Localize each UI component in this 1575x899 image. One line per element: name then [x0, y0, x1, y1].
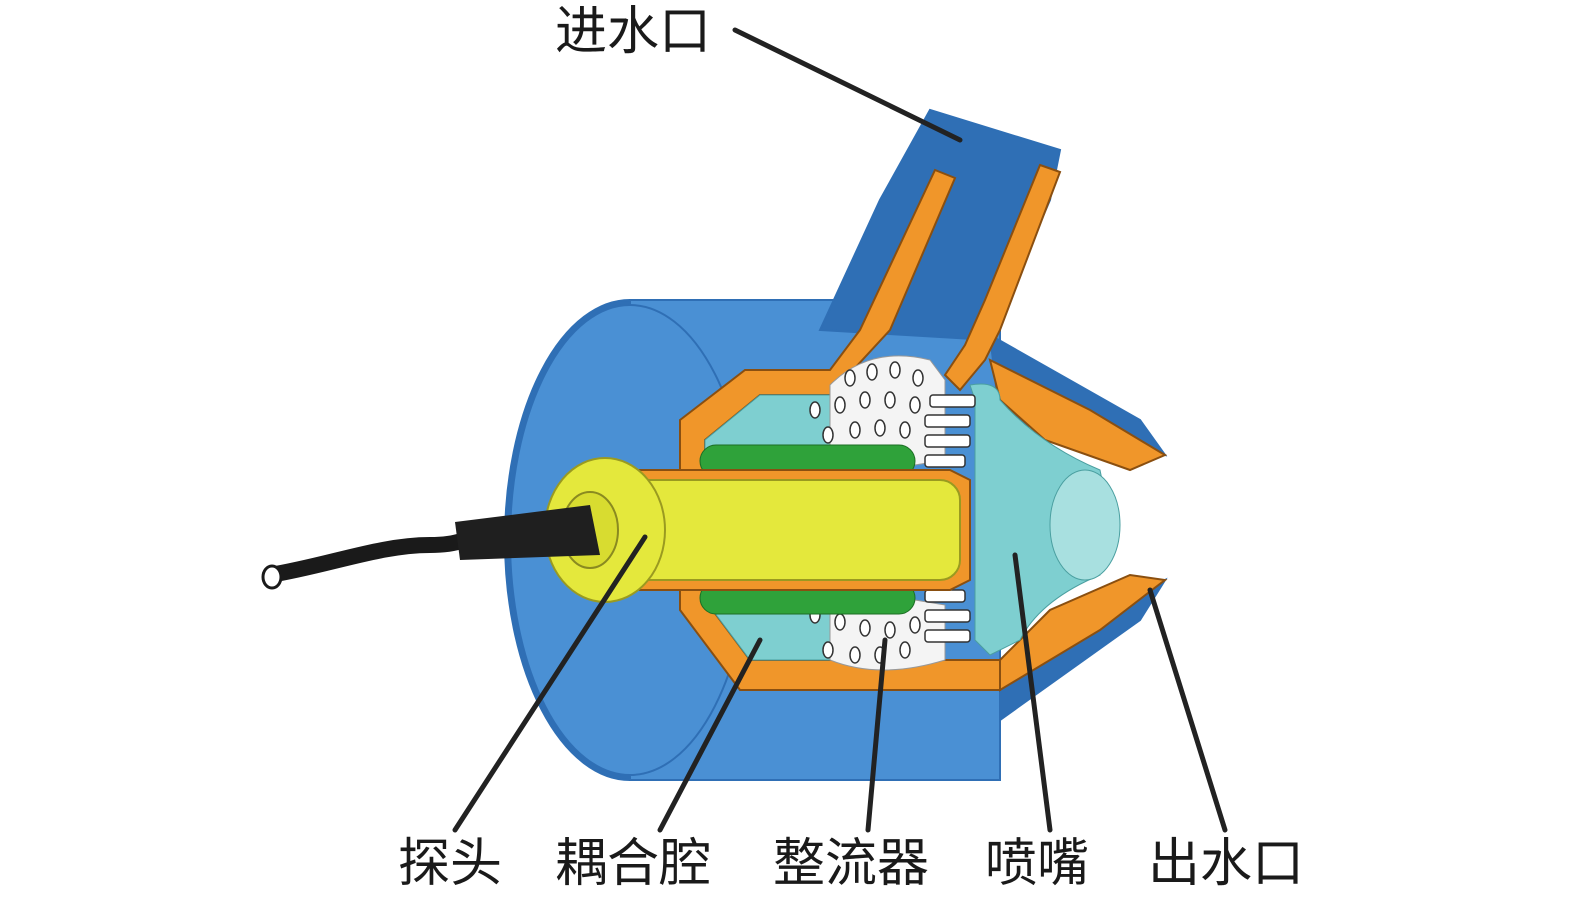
probe-cable: [261, 505, 600, 590]
nozzle-exit-face: [1049, 469, 1121, 581]
leader-inlet: [732, 27, 963, 143]
straightener-fins: [924, 394, 976, 643]
leader-nozzle: [1012, 552, 1053, 833]
cable-boot: [455, 505, 600, 560]
label-flow-straightener: 整流器: [773, 834, 930, 894]
inlet-pipe-cut-right: [943, 163, 1062, 392]
flow-straightener: [809, 355, 976, 671]
label-probe: 探头: [398, 834, 503, 894]
straightener-holes: [809, 361, 924, 664]
leader-probe: [452, 534, 648, 833]
leader-outlet: [1147, 587, 1228, 833]
label-outlet: 出水口: [1148, 834, 1305, 894]
cut-section: [679, 163, 1168, 692]
label-nozzle: 喷嘴: [985, 834, 1090, 894]
label-coupling-cavity: 耦合腔: [555, 834, 712, 894]
cable-tip: [261, 564, 283, 590]
label-inlet: 进水口: [555, 2, 712, 62]
leader-flow-straightener: [865, 637, 888, 833]
nozzle-cut-bottom: [999, 573, 1168, 692]
probe-body: [544, 457, 961, 603]
leader-coupling-cavity: [657, 637, 763, 833]
cable-wire: [262, 522, 488, 583]
nozzle-fluid: [969, 383, 1111, 656]
leader-lines: [452, 27, 1228, 833]
